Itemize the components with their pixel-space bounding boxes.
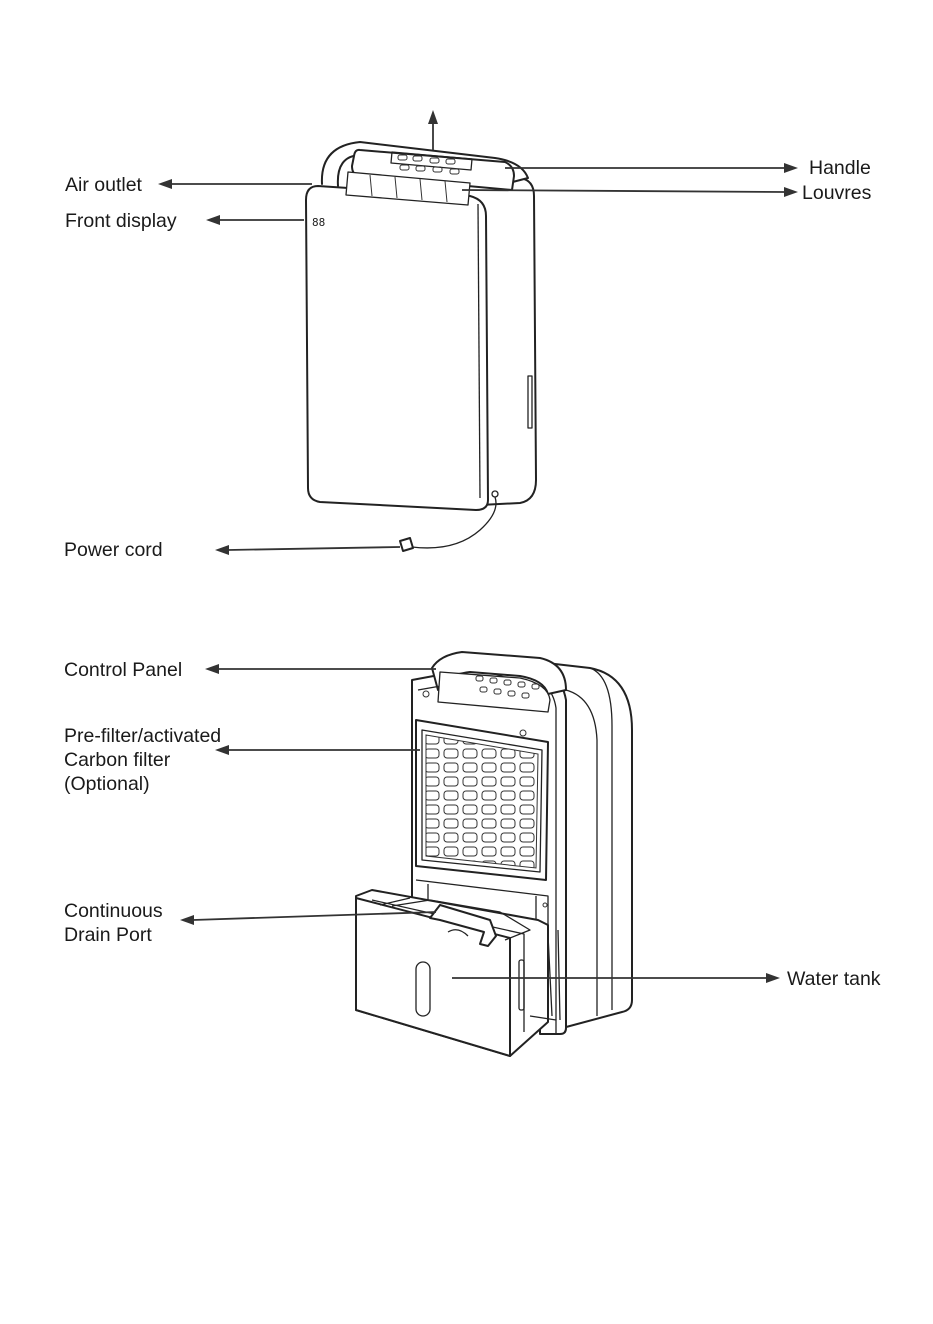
label-power-cord: Power cord — [64, 539, 163, 561]
front-display-arrowhead — [206, 215, 220, 225]
handle-arrowhead — [784, 163, 798, 173]
label-control-panel: Control Panel — [64, 659, 182, 681]
front-view-unit: 88 — [306, 110, 536, 551]
label-front-display: Front display — [65, 210, 177, 232]
label-prefilter-2: Carbon filter — [64, 749, 171, 771]
drain-port-arrowhead — [180, 915, 194, 925]
power-cord-leader — [228, 547, 400, 550]
label-air-outlet: Air outlet — [65, 174, 143, 196]
air-outlet-arrowhead — [158, 179, 172, 189]
water-tank-arrowhead — [766, 973, 780, 983]
filter-grille — [426, 735, 538, 868]
plug — [400, 538, 413, 551]
unit-front-panel — [306, 186, 488, 510]
label-prefilter-3: (Optional) — [64, 773, 150, 795]
louvres-arrowhead — [784, 187, 798, 197]
label-prefilter-1: Pre-filter/activated — [64, 725, 221, 747]
label-drain-2: Drain Port — [64, 924, 152, 946]
control-panel-arrowhead — [205, 664, 219, 674]
label-handle: Handle — [809, 157, 871, 179]
label-louvres: Louvres — [802, 182, 872, 204]
power-cord-arrowhead — [215, 545, 229, 555]
label-water-tank: Water tank — [787, 968, 881, 990]
rear-view-unit — [356, 652, 632, 1056]
front-display-glyph: 88 — [312, 216, 325, 229]
airflow-arrowhead — [428, 110, 438, 124]
label-drain-1: Continuous — [64, 900, 163, 922]
